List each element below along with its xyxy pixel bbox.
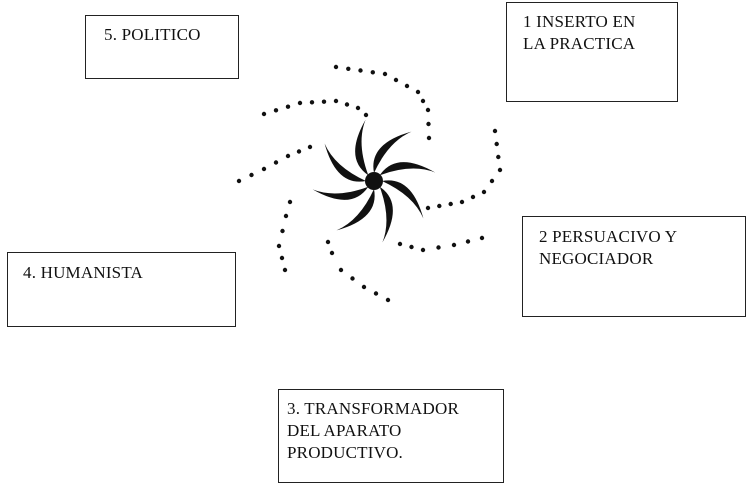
spiral-dot — [361, 284, 367, 290]
spiral-dot — [296, 149, 302, 154]
spiral-dot — [283, 213, 289, 219]
swirl-blade — [324, 143, 366, 182]
swirl-blade — [379, 162, 436, 176]
spiral-dot — [494, 141, 499, 147]
box-text-line: PRODUCTIVO. — [287, 443, 404, 462]
box-text-line: 5. POLITICO — [104, 25, 201, 44]
spiral-dot — [338, 267, 344, 273]
spiral-dot — [479, 235, 485, 241]
spiral-dot — [249, 172, 254, 178]
spiral-dot — [426, 135, 432, 141]
spiral-dot — [273, 160, 279, 165]
spiral-dot — [287, 199, 293, 205]
spiral-dot — [350, 276, 355, 281]
spiral-dot — [321, 99, 327, 104]
swirl-blade — [379, 186, 393, 243]
spiral-dot — [261, 111, 267, 117]
spiral-dot — [420, 247, 426, 253]
spiral-dot — [273, 108, 279, 113]
spiral-dot — [333, 64, 339, 70]
spiral-dot — [470, 194, 476, 200]
box-transformador: 3. TRANSFORMADOR DEL APARATO PRODUCTIVO. — [278, 389, 504, 483]
spiral-dot — [459, 199, 465, 205]
spiral-dot — [393, 77, 399, 83]
spiral-dot — [426, 121, 431, 127]
spiral-dot — [437, 203, 442, 209]
swirl-blade — [373, 131, 412, 173]
box-persuacivo-y-negociador: 2 PERSUACIVO Y NEGOCIADOR — [522, 216, 746, 317]
spiral-dot — [497, 167, 503, 173]
spiral-dot — [465, 239, 471, 244]
spiral-dot — [404, 83, 410, 89]
spiral-dot — [382, 71, 388, 77]
swirl-blade — [355, 119, 369, 176]
spiral-dot — [409, 244, 414, 250]
spiral-dot — [309, 100, 315, 105]
swirl-blade — [336, 189, 375, 231]
spiral-dot — [496, 154, 501, 160]
spiral-dot — [415, 89, 421, 95]
spiral-dot — [285, 104, 291, 109]
box-text-line: 1 INSERTO EN — [523, 12, 636, 31]
box-text-line: 2 PERSUACIVO Y — [539, 227, 678, 246]
box-text-line: 4. HUMANISTA — [23, 263, 144, 282]
spiral-dot — [385, 297, 391, 303]
spiral-dot — [492, 128, 498, 134]
box-text-line: 3. TRANSFORMADOR — [287, 399, 459, 418]
spiral-dot — [355, 105, 361, 111]
spiral-dot — [236, 178, 242, 184]
box-text-line: NEGOCIADOR — [539, 249, 654, 268]
box-politico: 5. POLITICO — [85, 15, 239, 79]
spiral-dot — [363, 112, 369, 118]
spiral-dot — [285, 153, 291, 159]
spiral-dot — [358, 68, 363, 73]
box-text-line: LA PRACTICA — [523, 34, 636, 53]
spiral-dot — [307, 144, 313, 150]
spiral-dot — [276, 243, 282, 249]
spiral-dot — [420, 98, 426, 104]
spiral-dot — [282, 267, 288, 273]
spiral-dot — [279, 255, 285, 261]
spiral-dot — [297, 100, 303, 106]
spiral-dot — [333, 98, 339, 104]
box-text-line: DEL APARATO — [287, 421, 402, 440]
box-inserto-en-la-practica: 1 INSERTO EN LA PRACTICA — [506, 2, 678, 102]
spiral-dot — [325, 239, 331, 245]
swirl-blade — [312, 186, 369, 200]
box-humanista: 4. HUMANISTA — [7, 252, 236, 327]
spiral-dot — [436, 245, 441, 250]
spiral-dot — [370, 70, 375, 75]
swirl-blade — [382, 180, 424, 219]
spiral-dot — [280, 228, 285, 234]
swirl-graphic — [312, 119, 436, 243]
dotted-spiral-arms — [236, 64, 503, 303]
spiral-dot — [481, 189, 487, 195]
spiral-dot — [451, 242, 457, 248]
swirl-center — [365, 172, 383, 190]
spiral-dot — [373, 291, 379, 296]
spiral-dot — [425, 205, 431, 211]
spiral-dot — [346, 66, 351, 72]
spiral-dot — [329, 250, 335, 256]
spiral-dot — [344, 102, 350, 107]
spiral-dot — [489, 178, 495, 184]
spiral-dot — [261, 166, 267, 172]
spiral-dot — [397, 241, 403, 247]
spiral-dot — [425, 107, 431, 113]
spiral-dot — [448, 201, 453, 207]
